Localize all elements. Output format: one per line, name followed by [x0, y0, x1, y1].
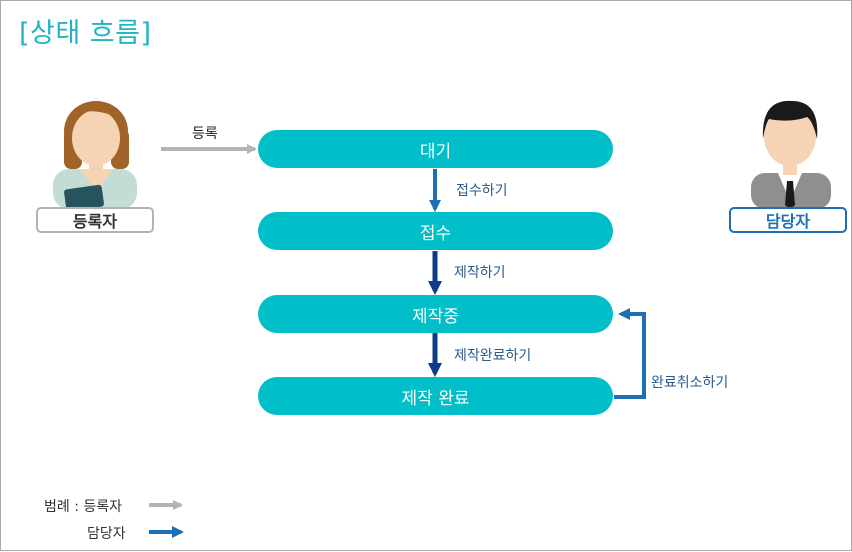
register-edge-label: 등록 — [192, 126, 218, 142]
accept-edge-label: 접수하기 — [456, 183, 508, 199]
state-production-complete: 제작 완료 — [258, 377, 613, 415]
cancel-edge-label: 완료취소하기 — [651, 375, 729, 391]
state-waiting: 대기 — [258, 130, 613, 168]
state-accepted: 접수 — [258, 212, 613, 250]
page-title: [상태 흐름] — [19, 18, 152, 49]
cancel-arrow — [614, 308, 646, 399]
legend-manager-label: 담당자 — [87, 526, 126, 542]
registrant-label-box: 등록자 — [36, 207, 154, 233]
manager-label-box: 담당자 — [729, 207, 847, 233]
complete-edge-label: 제작완료하기 — [454, 348, 532, 364]
registrant-person-icon — [53, 101, 137, 212]
legend-registrant-label: 범례 : 등록자 — [44, 499, 123, 515]
state-in-production: 제작중 — [258, 295, 613, 333]
produce-edge-label: 제작하기 — [454, 265, 506, 281]
manager-person-icon — [751, 100, 831, 209]
